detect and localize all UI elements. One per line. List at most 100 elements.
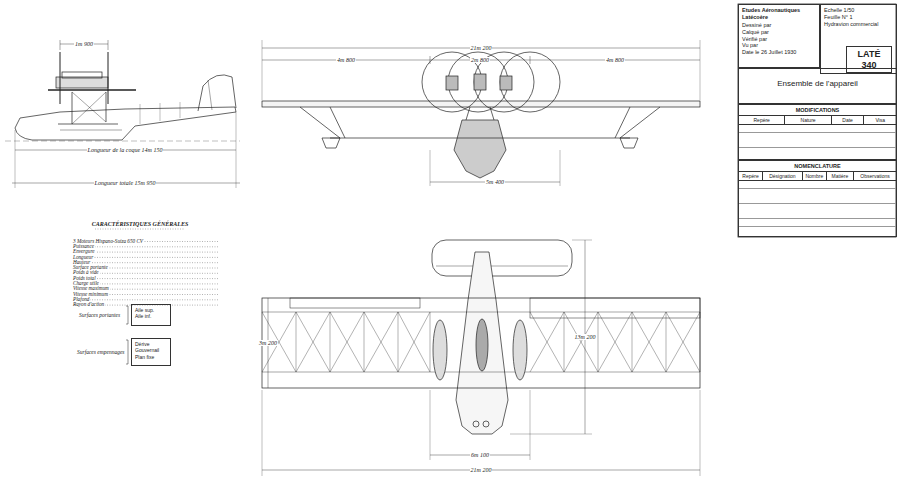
modifications-table: MODIFICATIONSRepèreNatureDateVisa	[738, 104, 897, 160]
title-block-text: Dérive	[135, 341, 167, 347]
front-view	[620, 107, 660, 138]
front-view	[615, 107, 630, 138]
plan-view	[398, 312, 430, 372]
side-view	[106, 92, 107, 122]
brackets	[126, 306, 128, 364]
title-block-text: Echelle 1/50	[824, 7, 893, 14]
plan-view	[476, 319, 488, 371]
plan-view	[564, 312, 598, 372]
title-block-text: Calqué par	[742, 29, 816, 36]
plan-view	[513, 320, 527, 380]
side-view	[180, 102, 181, 118]
brackets	[126, 306, 128, 324]
plan-view	[364, 312, 398, 372]
side-view	[62, 72, 102, 78]
title-block-frame	[738, 4, 896, 237]
dimension-label: 6m 100	[470, 452, 490, 459]
plan-view	[262, 390, 263, 476]
front-view	[500, 52, 560, 112]
side-view	[5, 141, 240, 142]
characteristic-row: Rayon d'action	[72, 302, 105, 308]
drawing-title: Ensemble de l'appareil	[742, 79, 893, 89]
surface-box: Aile sup.Aile inf.	[131, 304, 171, 326]
column-heading: Repère	[739, 172, 763, 180]
title-block-text: Etudes Aéronautiques Latécoère	[742, 7, 816, 21]
front-view	[490, 107, 494, 120]
front-view	[446, 76, 458, 90]
plan-view	[433, 320, 447, 380]
front-view	[466, 107, 470, 120]
title-block-text: Date le 26 Juillet 1930	[742, 49, 816, 56]
front-view	[500, 76, 512, 90]
aircraft-drawing	[5, 4, 896, 476]
table-rows	[739, 125, 896, 155]
column-heading: Repère	[739, 116, 785, 124]
plan-view	[473, 421, 479, 427]
front-view	[454, 120, 506, 178]
plan-view	[530, 298, 700, 318]
column-heading: Désignation	[763, 172, 803, 180]
dimension-label: Longueur totale 15m 950	[94, 180, 157, 187]
title-block-cell: Etudes Aéronautiques LatécoèreDessiné pa…	[738, 4, 820, 68]
side-view	[60, 52, 61, 104]
plan-view	[430, 390, 431, 460]
plan-view	[530, 312, 564, 372]
side-view	[48, 89, 136, 91]
form-lines	[95, 229, 185, 230]
surface-group-label: Surfaces portantes	[78, 312, 121, 318]
title-block-frame	[738, 4, 896, 237]
front-view	[300, 107, 340, 138]
plan-view	[632, 312, 666, 372]
plan-view	[290, 298, 420, 308]
plan-view	[483, 421, 489, 427]
title-block-text: Dessiné par	[742, 22, 816, 29]
dimension-label: 2m 800	[470, 57, 490, 64]
form-lines	[72, 299, 218, 300]
plan-view	[436, 266, 568, 267]
side-view	[198, 75, 236, 111]
dimension-label: 21m 200	[470, 45, 493, 52]
side-view	[108, 52, 109, 104]
plan-view	[666, 312, 700, 372]
side-view	[60, 40, 61, 50]
table-header-row: RepèreDésignationNombreMatièreObservatio…	[739, 171, 896, 181]
plan-view	[572, 240, 592, 241]
title-block-cell: Echelle 1/50Feuille N° 1Hydravion commer…	[820, 4, 897, 74]
title-block-text: Vu par	[742, 42, 816, 49]
front-view	[474, 74, 486, 90]
plan-view	[262, 312, 700, 313]
column-heading: Date	[832, 116, 865, 124]
front-view	[322, 138, 340, 148]
front-view	[330, 138, 630, 139]
side-view	[72, 92, 106, 124]
side-view	[208, 80, 212, 110]
title-block-text: Aile sup.	[135, 307, 167, 313]
side-view	[72, 92, 73, 124]
front-view	[262, 40, 263, 100]
plan-view	[530, 390, 531, 460]
plan-view	[262, 372, 700, 373]
title-block-text: Feuille N° 1	[824, 14, 893, 21]
table-header-row: RepèreNatureDateVisa	[739, 115, 896, 125]
dimension-label: 4m 800	[605, 57, 625, 64]
column-heading: Nature	[785, 116, 831, 124]
side-view	[56, 77, 108, 88]
surface-group-label: Surfaces empennages	[76, 349, 126, 355]
plan-view	[432, 240, 572, 276]
dimension-label: 13m 200	[574, 334, 597, 341]
table-heading: MODIFICATIONS	[742, 107, 893, 114]
section-heading: CARACTÉRISTIQUES GÉNÉRALES	[91, 221, 190, 228]
side-view	[72, 92, 106, 122]
table-heading: NOMENCLATURE	[742, 163, 893, 170]
dimension-label: 21m 200	[470, 467, 493, 474]
dimension-label: Longueur de la coque 14m 150	[87, 147, 164, 154]
side-view	[5, 40, 240, 188]
dimension-label: 1m 900	[74, 41, 94, 48]
plan-view	[456, 252, 508, 434]
front-view	[262, 40, 700, 186]
column-heading: Matière	[827, 172, 854, 180]
